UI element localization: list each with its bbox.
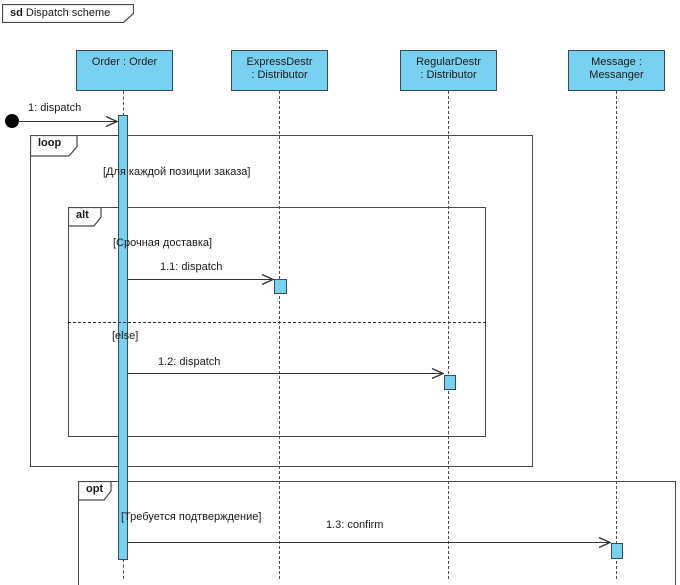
pentagon-shape	[78, 481, 112, 501]
lifeline-name: Message :	[591, 56, 642, 68]
found-message-circle	[5, 114, 19, 128]
message-line-dispatch-1	[18, 121, 118, 122]
loop-guard: [Для каждой позиции заказа]	[103, 166, 251, 178]
lifeline-head-regulardestr: RegularDestr : Distributor	[400, 50, 497, 91]
arrowhead-dispatch-1	[105, 115, 118, 128]
message-line-dispatch-1-1	[128, 279, 274, 280]
lifeline-name: ExpressDestr	[246, 56, 313, 68]
opt-operator-tab: opt	[78, 481, 112, 501]
arrowhead-dispatch-1-2	[431, 367, 444, 380]
alt-operator-label: alt	[76, 209, 89, 221]
message-line-dispatch-1-2	[128, 373, 444, 374]
lifeline-regulardestr	[448, 91, 449, 579]
lifeline-name-line2: Messanger	[589, 69, 644, 81]
alt-operator-tab: alt	[68, 207, 102, 227]
lifeline-order-lower	[123, 559, 124, 579]
message-label-dispatch-1-2: 1.2: dispatch	[158, 356, 221, 368]
activation-regulardestr	[444, 375, 456, 390]
loop-operator-tab: loop	[30, 135, 78, 157]
lifeline-messanger	[616, 91, 617, 579]
lifeline-name: Order : Order	[91, 56, 158, 68]
pentagon-shape	[30, 135, 78, 157]
message-label-dispatch-1: 1: dispatch	[28, 102, 82, 114]
lifeline-name-line2: : Distributor	[251, 69, 308, 81]
frame-title-text: sd Dispatch scheme	[10, 4, 110, 22]
frame-name: Dispatch scheme	[25, 7, 111, 19]
alt-else-separator	[68, 322, 486, 323]
lifeline-expressdestr	[279, 91, 280, 579]
activation-expressdestr	[274, 279, 287, 294]
lifeline-head-messanger: Message : Messanger	[568, 50, 665, 91]
pentagon-shape	[68, 207, 102, 227]
lifeline-head-expressdestr: ExpressDestr : Distributor	[231, 50, 328, 91]
lifeline-name-line2: : Distributor	[420, 69, 477, 81]
message-label-confirm-1-3: 1.3: confirm	[326, 519, 384, 531]
opt-guard: [Требуется подтверждение]	[121, 511, 262, 523]
frame-keyword: sd	[10, 7, 23, 19]
frame-title-tab: sd Dispatch scheme	[2, 4, 134, 23]
lifeline-order-upper	[123, 91, 124, 116]
message-label-dispatch-1-1: 1.1: dispatch	[160, 261, 223, 273]
lifeline-head-order: Order : Order	[76, 50, 173, 91]
message-line-confirm-1-3	[128, 542, 611, 543]
opt-fragment: opt	[78, 481, 676, 585]
alt-guard-else: [else]	[112, 330, 139, 342]
arrowhead-confirm-1-3	[598, 536, 611, 549]
activation-messanger	[611, 543, 623, 559]
lifeline-name: RegularDestr	[416, 56, 481, 68]
arrowhead-dispatch-1-1	[261, 273, 274, 286]
loop-operator-label: loop	[38, 137, 62, 149]
activation-order	[118, 115, 128, 560]
opt-operator-label: opt	[86, 483, 104, 495]
frame-tab-shape	[2, 4, 134, 23]
alt-guard-urgent: [Срочная доставка]	[113, 237, 213, 249]
loop-fragment: loop	[30, 135, 533, 467]
